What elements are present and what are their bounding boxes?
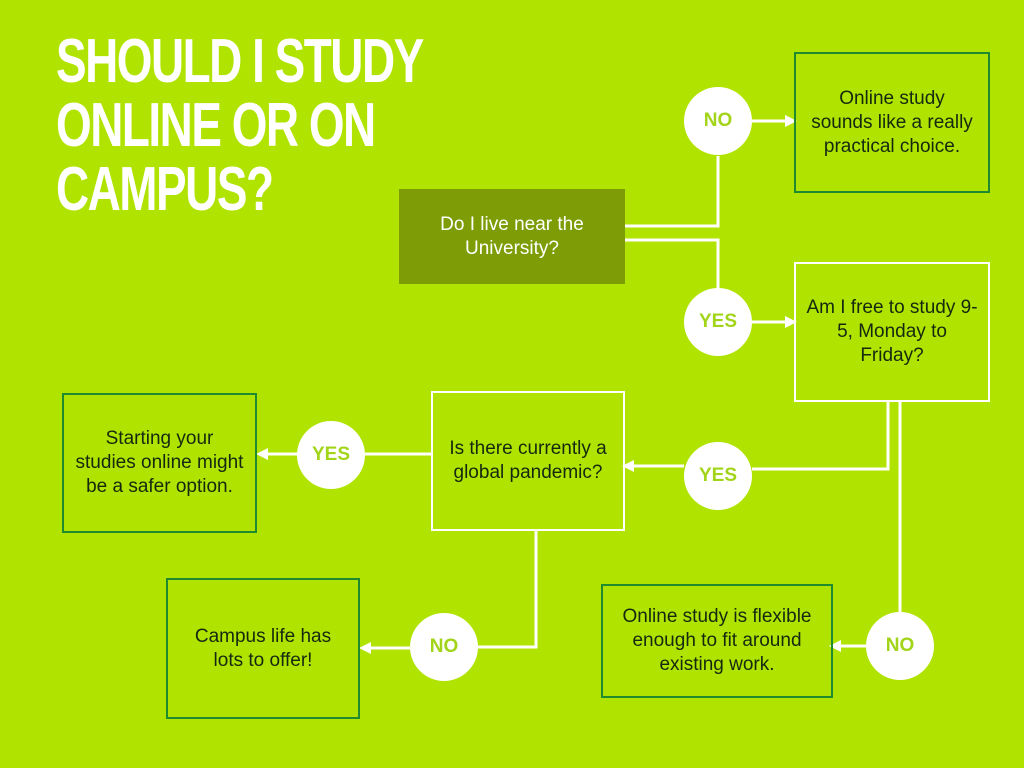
badge-no-free: NO bbox=[866, 612, 934, 680]
node-near-university-text: Do I live near the University? bbox=[440, 213, 584, 259]
connector-free-to-yes bbox=[752, 402, 890, 471]
title-line-1: SHOULD I STUDY bbox=[56, 27, 424, 96]
badge-no-pandemic: NO bbox=[410, 613, 478, 681]
node-pandemic-text: Is there currently a global pandemic? bbox=[449, 438, 607, 483]
node-free-to-study: Am I free to study 9-5, Monday to Friday… bbox=[794, 262, 990, 402]
page-title: SHOULD I STUDY ONLINE OR ON CAMPUS? bbox=[56, 27, 424, 224]
node-online-safer: Starting your studies online might be a … bbox=[62, 393, 257, 533]
node-online-flexible: Online study is flexible enough to fit a… bbox=[601, 584, 833, 698]
title-line-3: CAMPUS? bbox=[56, 155, 274, 224]
node-online-practical-text: Online study sounds like a really practi… bbox=[811, 87, 973, 157]
node-online-flexible-text: Online study is flexible enough to fit a… bbox=[622, 606, 812, 675]
badge-yes-free: YES bbox=[684, 442, 752, 510]
connector-start-to-no bbox=[625, 156, 720, 228]
node-campus-life: Campus life has lots to offer! bbox=[166, 578, 360, 719]
node-online-practical: Online study sounds like a really practi… bbox=[794, 52, 990, 193]
badge-yes-near: YES bbox=[684, 288, 752, 356]
node-free-to-study-text: Am I free to study 9-5, Monday to Friday… bbox=[806, 297, 978, 366]
node-online-safer-text: Starting your studies online might be a … bbox=[75, 428, 244, 497]
connector-pandemic-to-no bbox=[477, 530, 538, 649]
node-pandemic: Is there currently a global pandemic? bbox=[431, 391, 625, 531]
badge-no-near: NO bbox=[684, 87, 752, 155]
badge-yes-pandemic: YES bbox=[297, 421, 365, 489]
node-near-university: Do I live near the University? bbox=[399, 189, 625, 284]
node-campus-life-text: Campus life has lots to offer! bbox=[194, 625, 332, 671]
title-line-2: ONLINE OR ON bbox=[56, 91, 376, 160]
connector-start-to-yes bbox=[625, 238, 720, 290]
